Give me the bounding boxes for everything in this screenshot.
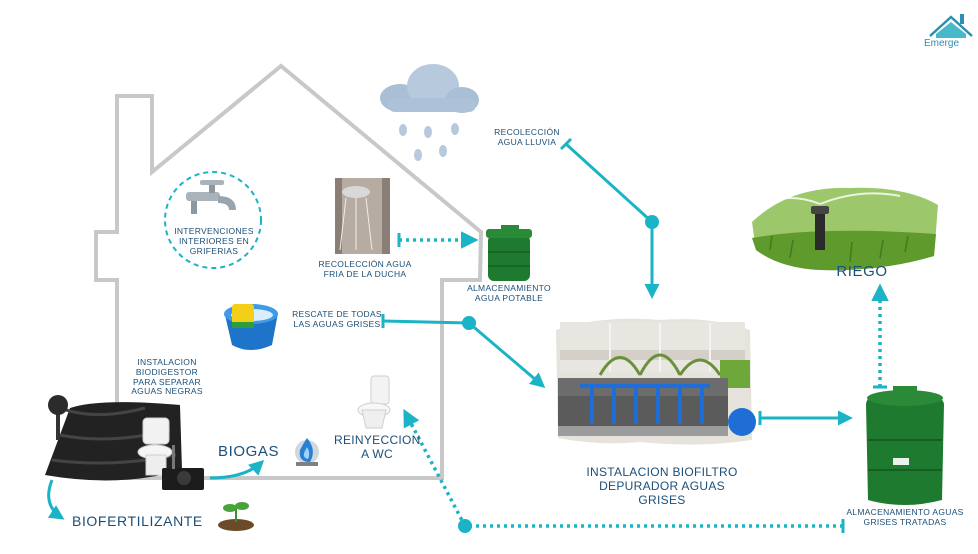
- label-rain-collection: RECOLECCIÓN AGUA LLUVIA: [494, 127, 560, 147]
- label-biogas: BIOGAS: [218, 443, 280, 460]
- shower-icon: [335, 178, 390, 254]
- label-biofertilizer: BIOFERTILIZANTE: [72, 513, 203, 529]
- biogas-flame-icon: [295, 438, 319, 466]
- label-shower-collection: RECOLECCIÓN AGUA FRIA DE LA DUCHA: [318, 259, 412, 279]
- connector-treated-riego: [871, 283, 889, 389]
- sprout-icon: [218, 502, 254, 531]
- potable-tank-icon: [486, 225, 532, 281]
- connector-rain-biofilter: [559, 137, 660, 299]
- greywater-basin-icon: [224, 304, 278, 350]
- sprinkler-image: [752, 187, 938, 271]
- faucet-badge: [164, 171, 262, 269]
- biofilter-image: [556, 318, 756, 445]
- connector-greywater-biofilter: [381, 314, 546, 388]
- label-biofilter: INSTALACION BIOFILTRO DEPURADOR AGUAS GR…: [586, 465, 738, 507]
- emerge-logo-icon: [929, 14, 973, 38]
- label-treated-storage: ALMACENAMIENTO AGUAS GRISES TRATADAS: [846, 507, 964, 527]
- rain-cloud-icon: [380, 64, 479, 161]
- label-interior-faucets: INTERVENCIONES INTERIORES EN GRIFERIAS: [174, 226, 254, 256]
- connector-treated-wc: [403, 408, 845, 533]
- connector-biofilter-treated: [758, 410, 853, 426]
- label-biodigester: INSTALACION BIODIGESTOR PARA SEPARAR AGU…: [131, 357, 203, 397]
- treated-tank-icon: [866, 386, 944, 505]
- label-wc-reinjection: REINYECCION A WC: [334, 433, 421, 461]
- label-potable-storage: ALMACENAMIENTO AGUA POTABLE: [467, 283, 551, 303]
- connector-biodigester-biofert: [47, 479, 65, 520]
- brand-name: Emerge: [924, 38, 960, 49]
- biodigester-icon: [45, 395, 204, 490]
- label-greywater-rescue: RESCATE DE TODAS LAS AGUAS GRISES: [292, 309, 382, 329]
- label-irrigation: RIEGO: [836, 263, 888, 280]
- toilet-icon: [357, 375, 391, 429]
- faucet-icon: [186, 180, 236, 214]
- house-outline: [94, 63, 484, 480]
- connector-biodigester-biogas: [209, 459, 265, 480]
